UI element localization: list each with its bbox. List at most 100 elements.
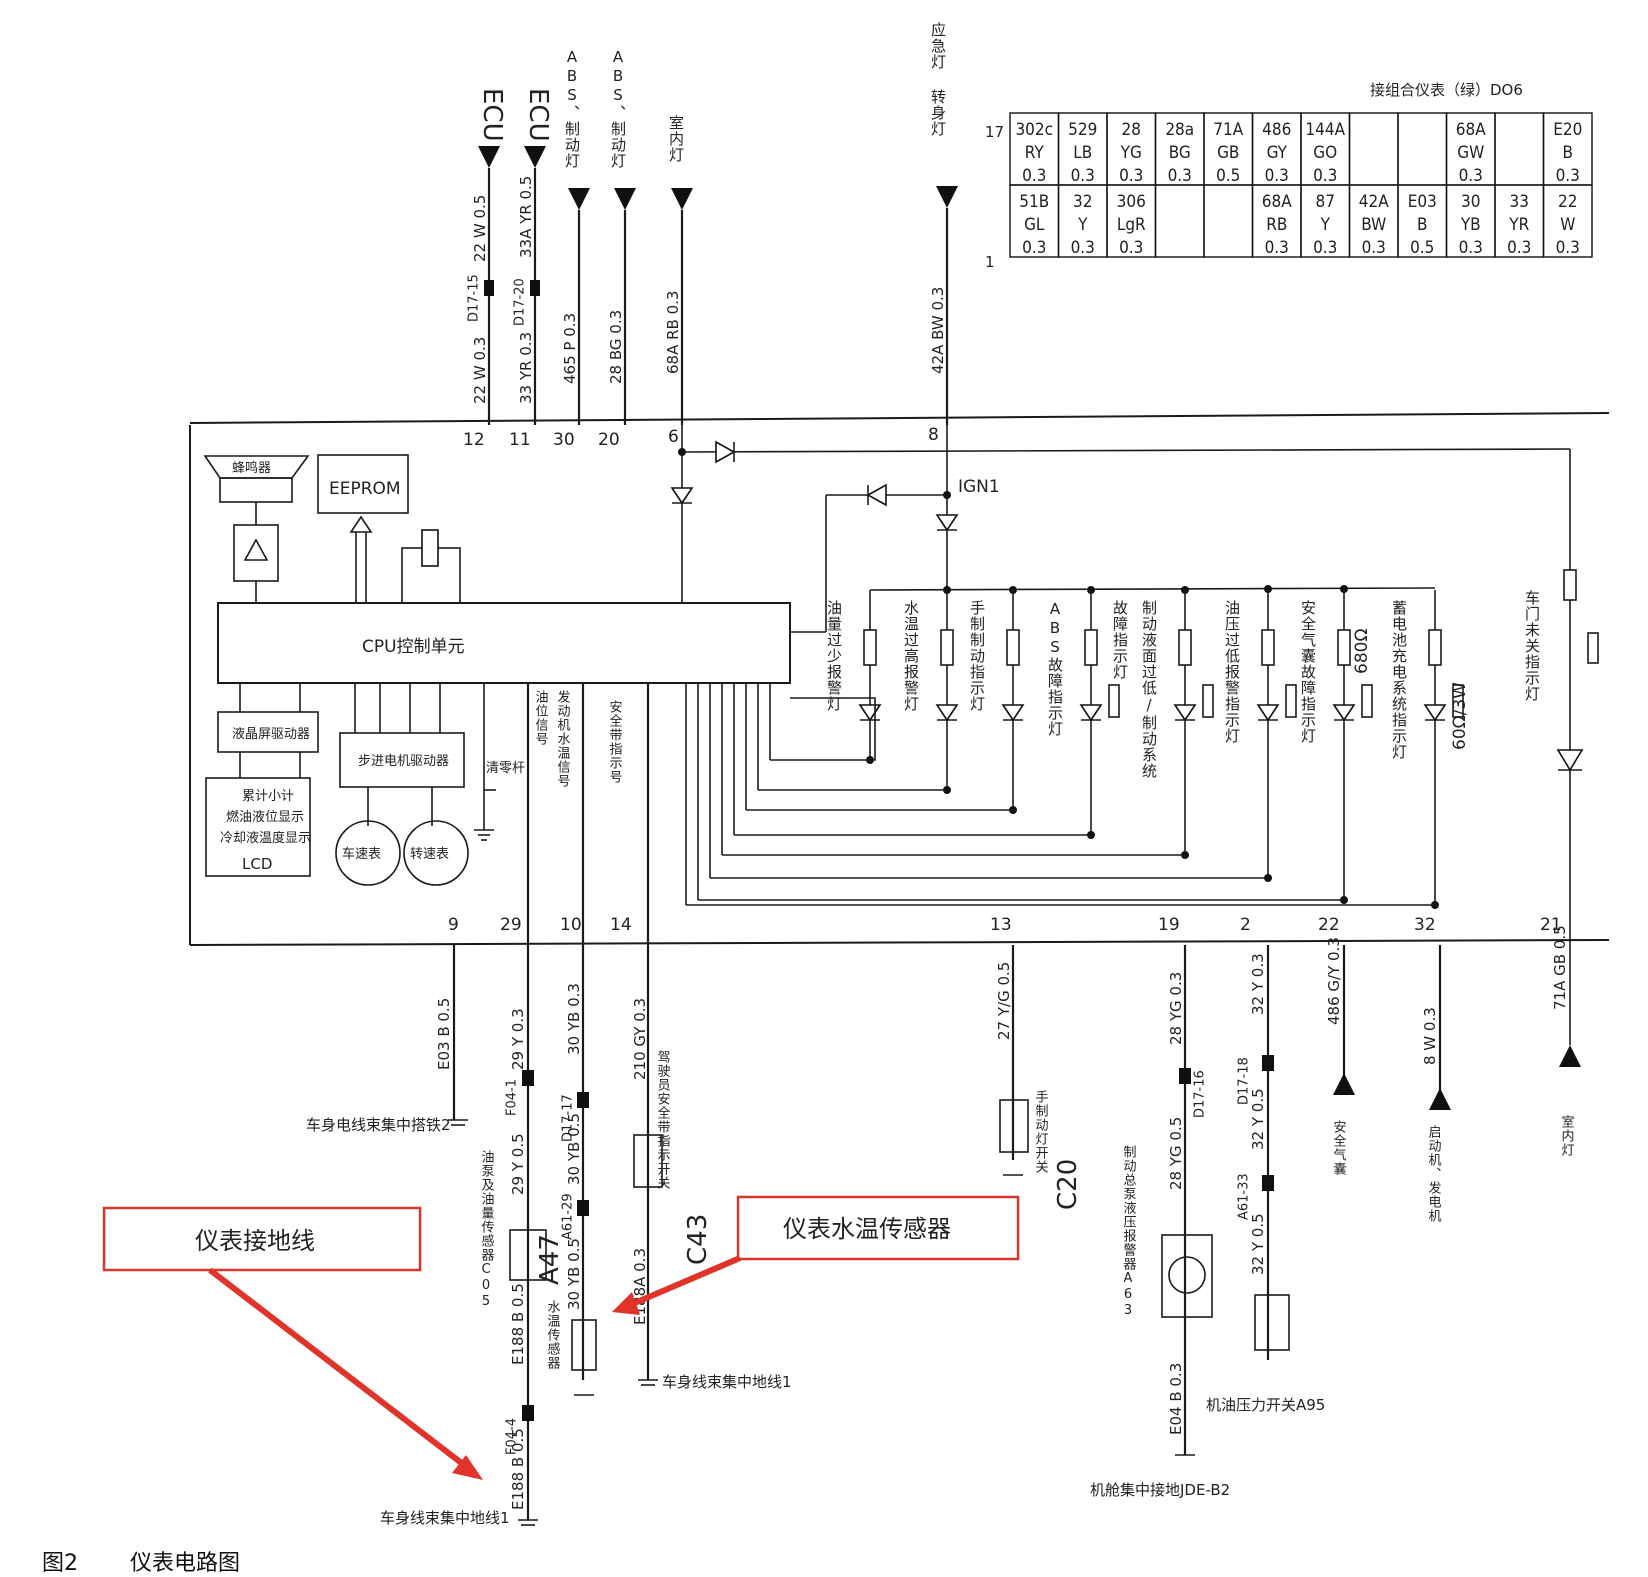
connector-cell-text: 0.3 — [1168, 166, 1192, 186]
indicator-bus — [869, 587, 1436, 591]
c19-label: D17-16 — [1193, 1070, 1208, 1118]
ecu1-connector — [484, 280, 494, 296]
connector-cell-text: GB — [1217, 143, 1239, 163]
ecu1-arrow — [478, 146, 500, 168]
top-signal-abs1: ABS、制动灯 465 P 0.3 — [561, 48, 590, 425]
pin-20: 20 — [598, 430, 620, 450]
lcd-line-3: 冷却液温度显示 — [220, 830, 311, 846]
top-signal-ecu2: ECU 33A YR 0.5 D17-20 33 YR 0.3 — [513, 88, 553, 425]
callout-sensor: 仪表水温传感器 — [612, 1195, 1020, 1315]
room-light-label: 室内灯 — [1559, 1114, 1575, 1157]
connector-cell-text: YG — [1120, 143, 1142, 163]
connector-cell-text: 0.3 — [1119, 166, 1143, 186]
abs1-wire: 465 P 0.3 — [561, 313, 579, 384]
caption-figure: 图2 — [42, 1551, 78, 1576]
diode-ign2-icon — [935, 514, 959, 532]
ground-body2-label: 车身电线束集中搭铁2 — [306, 1116, 451, 1134]
w10b-label: 30 YB 0.5 — [565, 1113, 583, 1185]
ign-label: IGN1 — [958, 477, 1000, 497]
caption-title: 仪表电路图 — [130, 1551, 240, 1576]
resistor-icon — [1337, 629, 1351, 666]
connector-cell — [1348, 112, 1399, 186]
airbag-label: 安全气囊 — [1331, 1120, 1347, 1176]
c43-label: C43 — [683, 1214, 713, 1265]
ecu2-wire-lower: 33 YR 0.3 — [517, 332, 535, 404]
led-icon — [1332, 704, 1356, 722]
top-signal-ecu1: ECU 22 W 0.5 D17-15 22 W 0.3 — [467, 88, 507, 425]
connector-cell-text: 0.3 — [1071, 166, 1095, 186]
belt-switch-label: 驾驶员安全带指示开关 — [655, 1050, 671, 1190]
temp-sensor-icon — [571, 1319, 597, 1371]
resistor-680-label: 680Ω — [1352, 629, 1372, 674]
eeprom-block — [317, 454, 409, 514]
ground-engine-label: 机舱集中接地JDE-B2 — [1090, 1481, 1230, 1499]
connector-cell-text: 68A — [1456, 120, 1486, 140]
resistor-icon — [863, 629, 877, 666]
indicator-label: 蓄电池充电系统指示灯 — [1390, 600, 1408, 760]
led-icon — [935, 704, 959, 722]
temp-signal-label: 发动机水温信号 — [555, 689, 571, 788]
connector-cell-text: 68A — [1262, 192, 1292, 212]
resistor-60-label: 60Ω/3W — [1450, 682, 1470, 750]
stepper-label: 步进电机驱动器 — [358, 754, 449, 769]
w19a-label: 28 YG 0.3 — [1167, 972, 1185, 1045]
room-label: 室内灯 — [667, 115, 685, 163]
tachometer-label: 转速表 — [410, 847, 449, 862]
indicator-label: 手制制动指示灯 — [968, 600, 986, 712]
indicator-label: 水温过高报警灯 — [902, 600, 920, 712]
c29a-label: F04-1 — [505, 1079, 520, 1116]
connector-cell-text: B — [1563, 143, 1574, 163]
abs1-label: ABS、制动灯 — [563, 48, 581, 169]
connector-cell-text: 302c — [1015, 120, 1053, 140]
ecu2-connector-label: D17-20 — [513, 278, 528, 326]
indicator-label: ABS故障指示灯 — [1046, 600, 1064, 737]
ecu2-label: ECU — [523, 88, 553, 142]
connector-cell — [1494, 112, 1545, 186]
callout-ground-text: 仪表接地线 — [195, 1227, 315, 1255]
w10c-label: 30 YB 0.5 — [565, 1238, 583, 1310]
connector-cell-text: 144A — [1305, 120, 1345, 140]
cpu-block — [217, 602, 791, 684]
fuel-sensor-label: 油泵及油量传感器C05 — [479, 1150, 495, 1310]
connector-cell-text: GY — [1267, 143, 1288, 163]
bottom-pin-label: 10 — [560, 915, 582, 935]
lcd-driver-label: 液晶屏驱动器 — [232, 727, 310, 742]
w29d-label: E188 B 0.5 — [509, 1428, 527, 1510]
connector-cell-text: 0.3 — [1313, 166, 1337, 186]
ecu2-wire-upper: 33A YR 0.5 — [517, 176, 535, 258]
connector-cell — [1397, 112, 1448, 186]
connector-cell-text: 306 — [1117, 192, 1146, 212]
connector-cell-text: B — [1417, 215, 1428, 235]
pin-8: 8 — [928, 425, 939, 445]
ecu1-wire-lower: 22 W 0.3 — [471, 337, 489, 404]
connector-cell-text: 529 — [1068, 120, 1097, 140]
diode-door-icon — [1556, 749, 1584, 772]
connector-cell-text: 486 — [1262, 120, 1291, 140]
c20-label: C20 — [1053, 1159, 1083, 1210]
connector-cell-text: 0.3 — [1556, 238, 1580, 258]
indicator-label: 安全气囊故障指示灯 — [1299, 600, 1317, 744]
connector-cell-text: E03 — [1408, 192, 1437, 212]
w2b-label: 32 Y 0.5 — [1249, 1088, 1267, 1150]
ground-body1-label: 车身线束集中地线1 — [380, 1509, 510, 1527]
bottom-pin-label: 21 — [1540, 915, 1562, 935]
speedometer-label: 车速表 — [342, 846, 381, 862]
ecu1-label: ECU — [477, 88, 507, 142]
connector-cell-text: E20 — [1553, 120, 1582, 140]
resistor-icon — [1084, 629, 1098, 666]
led-icon — [1256, 704, 1280, 722]
w2c-label: 32 Y 0.5 — [1249, 1213, 1267, 1275]
room-wire: 68A RB 0.3 — [664, 291, 682, 374]
connector-cell-text: 0.3 — [1119, 238, 1143, 258]
led-icon — [1423, 704, 1447, 722]
connector-cell-text: 42A — [1359, 192, 1389, 212]
c10b-label: A61-29 — [561, 1193, 576, 1240]
connector-cell-text: 30 — [1461, 192, 1480, 212]
connector-cell — [1203, 184, 1254, 258]
abs2-label: ABS、制动灯 — [609, 48, 627, 169]
top-signal-abs2: ABS、制动灯 28 BG 0.3 — [607, 48, 636, 425]
connector-cell-text: LB — [1073, 143, 1092, 163]
connector-cell-text: 0.5 — [1216, 166, 1240, 186]
belt-signal-label: 安全带指示号 — [607, 700, 623, 784]
fuel-signal-label: 油位信号 — [533, 690, 549, 746]
